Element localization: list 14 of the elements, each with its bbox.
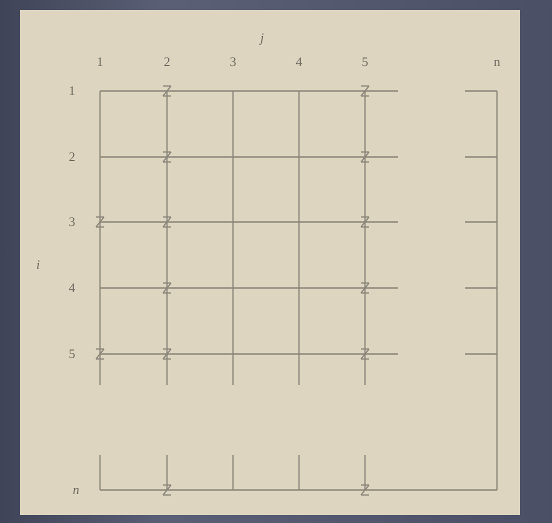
row-number: 2 bbox=[68, 150, 76, 164]
column-number: 1 bbox=[96, 55, 104, 69]
row-number: 1 bbox=[68, 84, 76, 98]
column-number: 3 bbox=[230, 55, 236, 69]
column-number: 5 bbox=[362, 55, 368, 69]
column-label: n bbox=[494, 55, 500, 69]
row-label: n bbox=[72, 483, 80, 497]
axis-label: i bbox=[36, 258, 40, 272]
row-number: 3 bbox=[68, 215, 76, 229]
column-number: 2 bbox=[164, 55, 170, 69]
row-number: 5 bbox=[68, 347, 76, 361]
row-number: 4 bbox=[68, 281, 76, 295]
axis-label: j bbox=[260, 31, 264, 45]
column-number: 4 bbox=[296, 55, 302, 69]
